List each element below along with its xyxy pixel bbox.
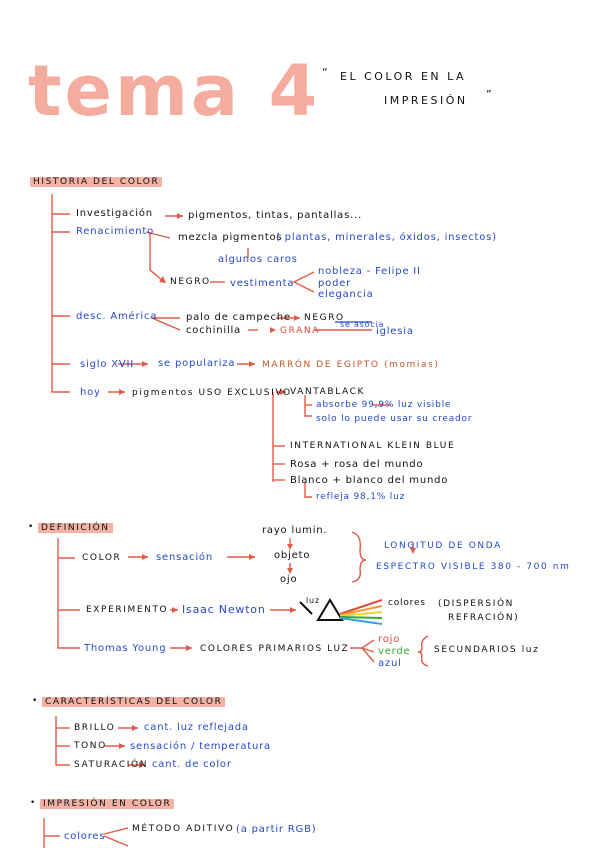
node-siglo: siglo XVII <box>80 359 135 370</box>
node-se-populariza: se populariza <box>158 358 236 369</box>
node-solo: solo lo puede usar su creador <box>316 414 473 424</box>
node-secundarios: SECUNDARIOS luz <box>434 645 540 655</box>
prism-icon <box>299 598 383 625</box>
node-rayo: rayo lumin. <box>262 525 328 536</box>
node-saturacion: SATURACIÓN <box>74 760 149 770</box>
node-poder: poder <box>318 278 352 289</box>
node-marron: MARRÓN DE EGIPTO (momias) <box>262 360 440 370</box>
node-color: COLOR <box>82 553 122 563</box>
node-renacimiento: Renacimiento <box>76 226 155 237</box>
section-bullet: • <box>32 696 39 706</box>
node-dispersion: (DISPERSIÓN <box>438 599 514 609</box>
node-brillo: BRILLO <box>74 723 116 733</box>
node-refracion: REFRACIÓN) <box>448 613 520 623</box>
title-quote-close: ” <box>486 88 494 101</box>
node-blanco: Blanco + blanco del mundo <box>290 475 449 486</box>
title-quote-open: “ <box>322 66 330 79</box>
node-rojo: rojo <box>378 634 401 645</box>
node-palo: palo de campeche <box>186 312 291 323</box>
node-rosa: Rosa + rosa del mundo <box>290 459 424 470</box>
node-desc-america: desc. América <box>76 311 158 322</box>
node-newton: Isaac Newton <box>182 603 266 616</box>
node-vantablack: VANTABLACK <box>290 387 366 397</box>
node-iglesia: iglesia <box>376 326 414 337</box>
node-negro: NEGRO <box>170 277 211 287</box>
node-young: Thomas Young <box>84 643 167 654</box>
node-se-asocia: se asocia <box>340 320 385 329</box>
node-cochinilla: cochinilla <box>186 325 242 336</box>
node-nobleza: nobleza - Felipe II <box>318 266 421 277</box>
node-pigmentos-uso: pigmentos USO EXCLUSIVO <box>132 388 292 398</box>
node-mezcla-paren: ( plantas, minerales, óxidos, insectos) <box>276 232 497 243</box>
node-colores-impresion: colores <box>64 831 106 842</box>
page-title: tema 4 <box>28 50 321 132</box>
node-azul: azul <box>378 658 402 669</box>
node-palo-val: NEGRO <box>304 313 345 323</box>
node-hoy: hoy <box>80 387 101 398</box>
node-investigacion-val: pigmentos, tintas, pantallas... <box>188 210 363 221</box>
node-brillo-val: cant. luz reflejada <box>144 722 249 733</box>
node-saturacion-val: cant. de color <box>152 759 232 770</box>
node-metodo-paren: (a partir RGB) <box>236 824 317 835</box>
node-verde: verde <box>378 646 411 657</box>
section-heading-caracteristicas: CARACTERÍSTICAS DEL COLOR <box>42 697 226 707</box>
node-vestimenta: vestimenta <box>230 278 295 289</box>
node-tono-val: sensación / temperatura <box>130 741 271 752</box>
section-bullet: • <box>30 798 37 808</box>
node-absorbe: absorbe 99,9% luz visible <box>316 400 452 410</box>
node-luz: luz <box>306 596 320 605</box>
node-colores: colores <box>388 598 426 608</box>
section-heading-definicion: DEFINICIÓN <box>38 523 113 533</box>
node-objeto: objeto <box>274 550 311 561</box>
node-elegancia: elegancia <box>318 289 374 300</box>
node-mezcla: mezcla pigmentos <box>178 232 283 243</box>
node-grana: GRANA <box>280 326 320 336</box>
subtitle-line2: IMPRESIÓN <box>384 94 468 107</box>
node-algunos-caros: algunos caros <box>218 254 298 265</box>
node-longitud: LONGITUD DE ONDA <box>384 541 502 551</box>
node-refleja: refleja 98,1% luz <box>316 492 406 502</box>
node-metodo: MÉTODO ADITIVO <box>132 824 235 834</box>
node-klein: INTERNATIONAL KLEIN BLUE <box>290 441 456 451</box>
node-ojo: ojo <box>280 574 298 585</box>
subtitle-line1: EL COLOR EN LA <box>340 70 467 83</box>
section-heading-impresion: IMPRESIÓN EN COLOR <box>40 799 175 809</box>
node-tono: TONO <box>74 741 107 751</box>
node-espectro: ESPECTRO VISIBLE 380 - 700 nm <box>376 562 571 572</box>
section-bullet: • <box>28 522 35 532</box>
node-sensacion: sensación <box>156 552 213 563</box>
node-primarios: COLORES PRIMARIOS LUZ <box>200 644 350 654</box>
node-investigacion: Investigación <box>76 208 153 219</box>
node-experimento: EXPERIMENTO <box>86 605 169 615</box>
section-heading-historia: HISTORIA DEL COLOR <box>30 177 163 187</box>
